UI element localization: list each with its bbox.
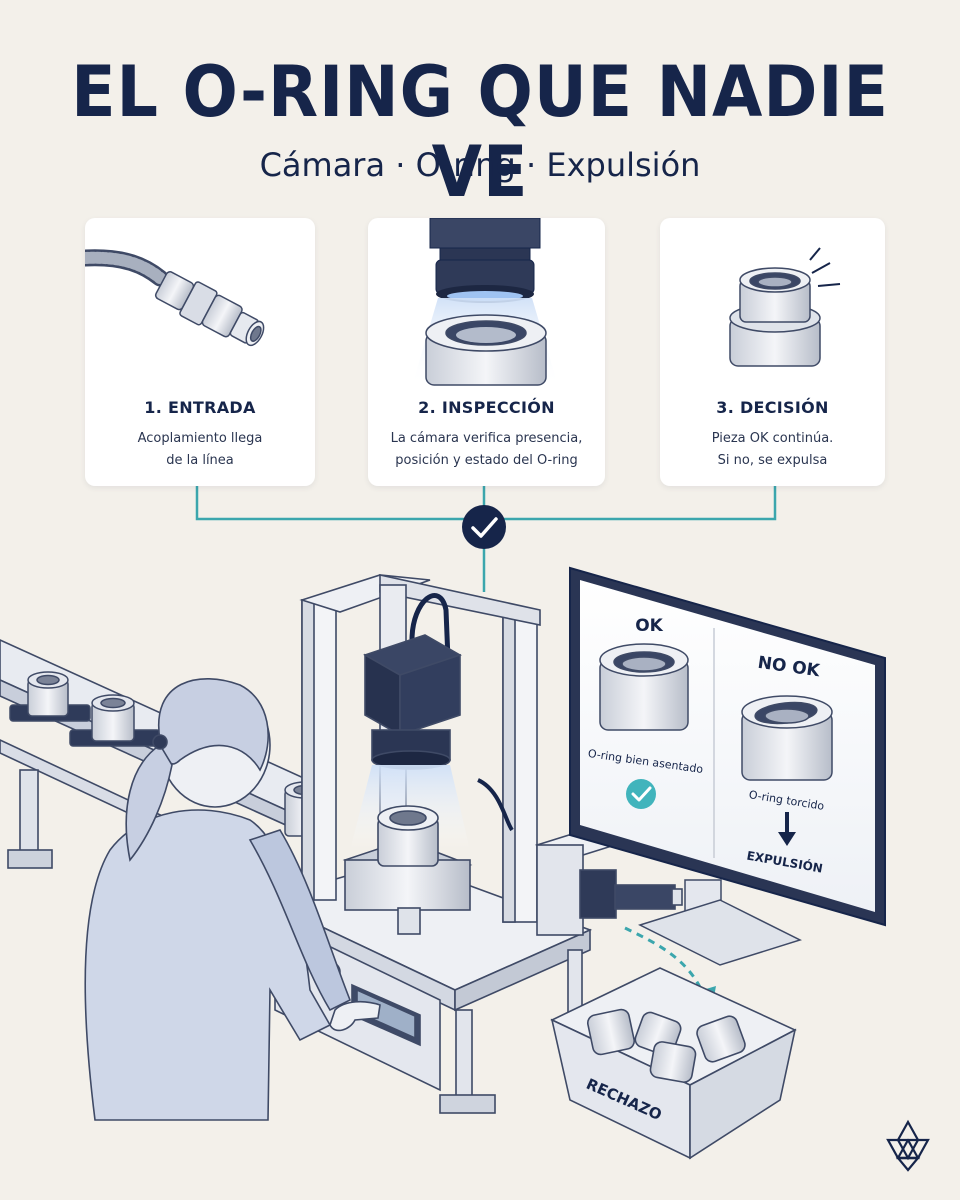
step-description: Pieza OK continúa. Si no, se expulsa xyxy=(668,428,877,472)
check-circle-icon xyxy=(626,779,656,809)
step-description-line: Acoplamiento llega xyxy=(137,431,263,446)
step-card-inspeccion: 2. INSPECCIÓN La cámara verifica presenc… xyxy=(368,218,605,486)
step-description-line: posición y estado del O-ring xyxy=(395,453,578,468)
step-title: 2. INSPECCIÓN xyxy=(418,398,555,417)
step-description-line: Pieza OK continúa. xyxy=(711,431,834,446)
reject-bin xyxy=(550,967,797,1160)
step-card-entrada: 1. ENTRADA Acoplamiento llega de la líne… xyxy=(85,218,315,486)
arrow-down-icon xyxy=(778,812,796,846)
step-description-line: de la línea xyxy=(166,453,234,468)
step-description-line: Si no, se expulsa xyxy=(717,453,828,468)
monitor-ok-panel xyxy=(599,643,689,731)
hose-coupling-illustration xyxy=(85,249,265,347)
step-title: 1. ENTRADA xyxy=(144,398,256,417)
step-description: La cámara verifica presencia, posición y… xyxy=(376,428,597,472)
monitor-ok-label: OK xyxy=(635,616,663,636)
flower-logo-icon xyxy=(886,1119,930,1172)
page-subtitle: Cámara · O-ring · Expulsión xyxy=(259,146,701,184)
conveyor-couplings xyxy=(9,671,326,837)
camera-inspection-illustration xyxy=(412,218,558,386)
motion-lines-icon xyxy=(809,247,841,287)
monitor-nok-panel xyxy=(741,695,833,781)
step-card-decision: 3. DECISIÓN Pieza OK continúa. Si no, se… xyxy=(660,218,885,486)
step-description: Acoplamiento llega de la línea xyxy=(93,428,307,472)
step-title: 3. DECISIÓN xyxy=(716,398,829,417)
ok-part-illustration xyxy=(729,247,841,367)
page-title: EL O-RING QUE NADIE VE xyxy=(71,51,889,213)
check-circle-icon xyxy=(462,505,506,549)
rejected-couplings xyxy=(586,1008,746,1083)
operator xyxy=(84,678,381,1121)
step-description-line: La cámara verifica presencia, xyxy=(390,431,583,446)
